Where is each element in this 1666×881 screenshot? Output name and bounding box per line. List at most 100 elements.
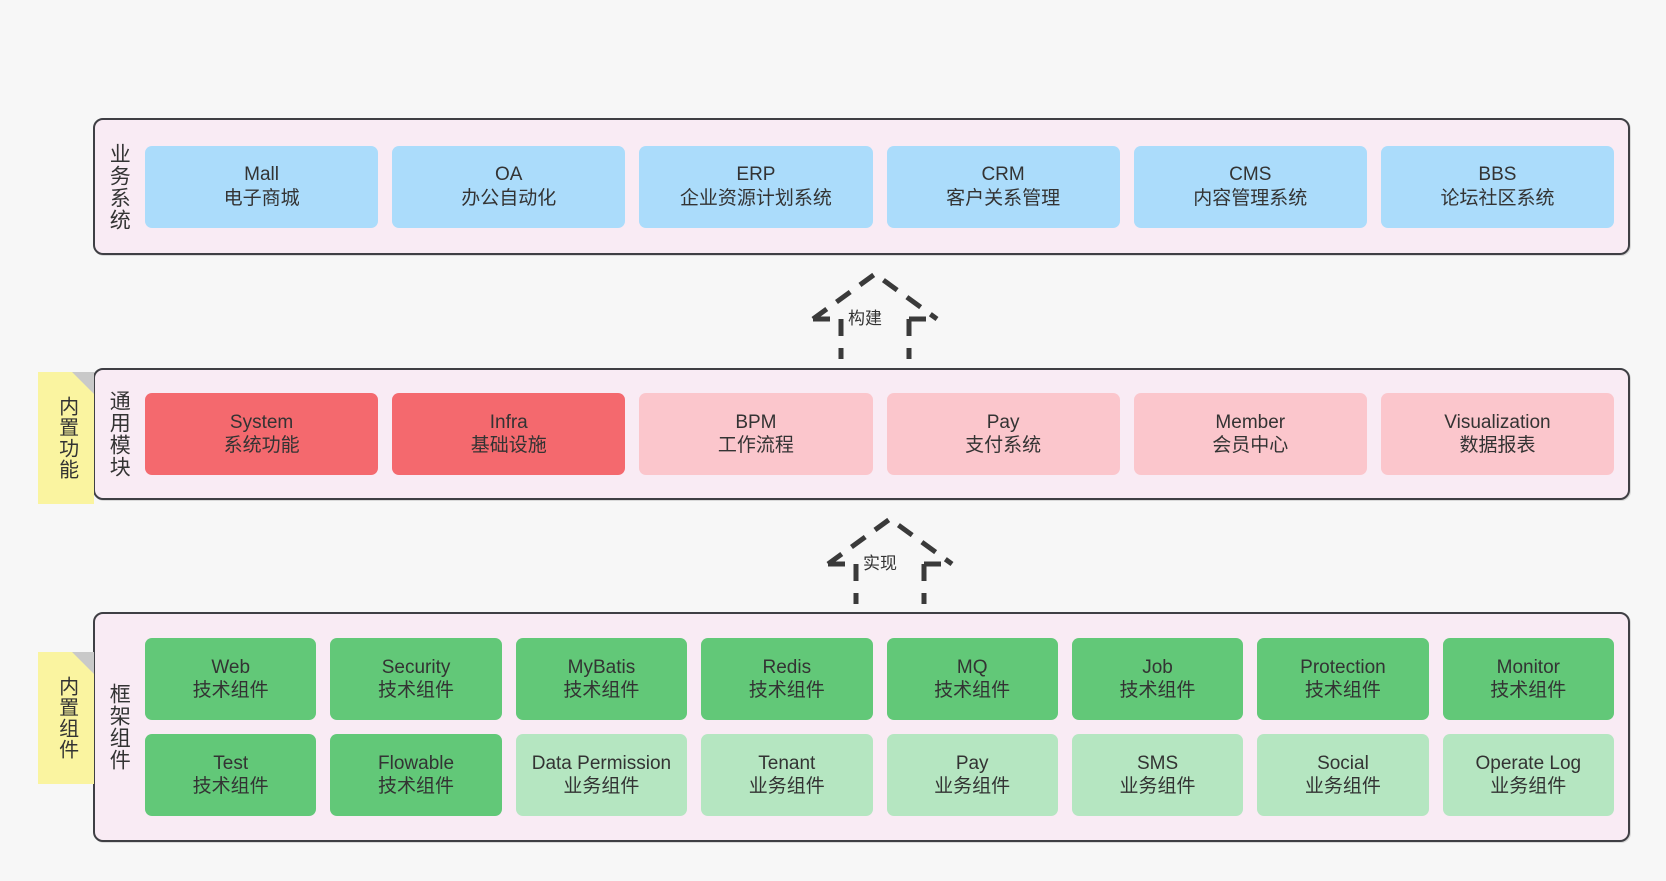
card-title: Social [1317,752,1369,774]
card-flowable[interactable]: Flowable 技术组件 [330,734,502,816]
sticky-built-in-function[interactable]: 内置功能 [38,372,94,504]
card-subtitle: 论坛社区系统 [1440,187,1555,209]
layer-title-business-system: 业务系统 [107,142,131,231]
card-title: OA [495,164,523,186]
layer-common-module: 通用模块 System 系统功能 Infra 基础设施 BPM 工作流程 Pay… [93,368,1630,500]
card-subtitle: 办公自动化 [461,187,557,209]
card-oa[interactable]: OA 办公自动化 [392,145,626,228]
card-subtitle: 工作流程 [717,435,794,456]
card-title: Redis [762,656,812,678]
card-subtitle: 业务组件 [563,776,640,797]
card-title: Web [211,656,251,678]
card-pay-business[interactable]: Pay 业务组件 [886,734,1058,816]
card-subtitle: 业务组件 [1490,776,1567,797]
card-subtitle: 技术组件 [563,680,640,701]
card-operate-log[interactable]: Operate Log 业务组件 [1442,734,1614,816]
card-mall[interactable]: Mall 电子商城 [145,145,379,228]
card-title: System [229,411,294,433]
card-web[interactable]: Web 技术组件 [145,638,317,720]
card-subtitle: 技术组件 [1304,680,1381,701]
card-title: SMS [1136,752,1179,774]
card-subtitle: 业务组件 [934,776,1011,797]
card-title: Operate Log [1475,752,1582,774]
card-subtitle: 技术组件 [748,680,825,701]
card-subtitle: 电子商城 [223,187,300,209]
card-subtitle: 技术组件 [1119,680,1196,701]
connector-build-arrow: 构建 [800,264,950,361]
card-title: ERP [736,164,776,186]
card-title: CRM [981,164,1025,186]
card-title: Flowable [378,752,455,774]
layer-body-business-system: Mall 电子商城 OA 办公自动化 ERP 企业资源计划系统 CRM 客户关系… [141,120,1628,253]
card-redis[interactable]: Redis 技术组件 [701,638,873,720]
card-pay[interactable]: Pay 支付系统 [886,393,1120,475]
card-subtitle: 会员中心 [1212,435,1289,456]
card-bpm[interactable]: BPM 工作流程 [639,393,873,475]
card-title: Tenant [758,752,816,774]
card-title: BPM [735,411,777,433]
card-protection[interactable]: Protection 技术组件 [1257,638,1429,720]
card-mybatis[interactable]: MyBatis 技术组件 [515,638,688,720]
card-title: Mall [244,164,279,186]
card-subtitle: 技术组件 [192,776,269,797]
card-mq[interactable]: MQ 技术组件 [886,638,1058,720]
card-monitor[interactable]: Monitor 技术组件 [1442,638,1614,720]
card-crm[interactable]: CRM 客户关系管理 [886,145,1120,228]
connector-implement-label: 实现 [863,554,897,573]
card-subtitle: 技术组件 [1490,680,1567,701]
card-subtitle: 业务组件 [748,776,825,797]
sticky-built-in-component[interactable]: 内置组件 [38,652,94,784]
card-title: Test [213,752,249,774]
card-member[interactable]: Member 会员中心 [1133,393,1367,475]
sticky-fold-corner-icon [72,372,94,394]
sticky-fold-corner-icon [72,652,94,674]
card-title: Member [1215,411,1286,433]
card-row: System 系统功能 Infra 基础设施 BPM 工作流程 Pay 支付系统… [145,393,1615,475]
card-subtitle: 技术组件 [192,680,269,701]
card-title: Visualization [1444,411,1551,433]
card-social[interactable]: Social 业务组件 [1257,734,1429,816]
card-row: Test 技术组件 Flowable 技术组件 Data Permission … [145,734,1614,816]
card-system[interactable]: System 系统功能 [145,393,379,475]
card-title: CMS [1229,164,1272,186]
sticky-label: 内置组件 [55,676,78,760]
card-row: Mall 电子商城 OA 办公自动化 ERP 企业资源计划系统 CRM 客户关系… [145,145,1615,228]
card-bbs[interactable]: BBS 论坛社区系统 [1380,145,1615,228]
layer-title-framework-component: 框架组件 [107,683,131,771]
card-subtitle: 内容管理系统 [1193,187,1308,209]
card-title: Security [381,656,451,678]
connector-build-label: 构建 [848,309,882,328]
card-subtitle: 系统功能 [223,435,300,456]
layer-business-system: 业务系统 Mall 电子商城 OA 办公自动化 ERP 企业资源计划系统 CRM… [93,118,1630,255]
card-cms[interactable]: CMS 内容管理系统 [1133,145,1367,228]
card-subtitle: 基础设施 [470,435,547,456]
layer-framework-component: 框架组件 Web 技术组件 Security 技术组件 MyBatis 技术组件… [93,612,1630,842]
card-subtitle: 客户关系管理 [946,187,1061,209]
card-title: Data Permission [531,752,672,774]
card-erp[interactable]: ERP 企业资源计划系统 [639,145,873,228]
card-tenant[interactable]: Tenant 业务组件 [701,734,873,816]
card-subtitle: 业务组件 [1119,776,1196,797]
card-job[interactable]: Job 技术组件 [1071,638,1244,720]
card-title: Protection [1300,656,1386,678]
sticky-label: 内置功能 [55,396,78,480]
card-subtitle: 企业资源计划系统 [679,187,832,209]
card-title: Pay [955,752,989,774]
card-sms[interactable]: SMS 业务组件 [1071,734,1244,816]
card-subtitle: 技术组件 [378,680,455,701]
card-visualization[interactable]: Visualization 数据报表 [1380,393,1615,475]
card-data-permission[interactable]: Data Permission 业务组件 [515,734,688,816]
card-row: Web 技术组件 Security 技术组件 MyBatis 技术组件 Redi… [145,638,1614,720]
card-subtitle: 数据报表 [1459,435,1536,456]
card-title: MQ [956,656,988,678]
card-test[interactable]: Test 技术组件 [145,734,317,816]
card-subtitle: 技术组件 [378,776,455,797]
card-title: Job [1142,656,1173,678]
card-infra[interactable]: Infra 基础设施 [392,393,626,475]
card-security[interactable]: Security 技术组件 [330,638,502,720]
card-subtitle: 业务组件 [1304,776,1381,797]
card-title: Pay [986,411,1020,433]
card-title: Monitor [1496,656,1560,678]
card-subtitle: 技术组件 [934,680,1011,701]
